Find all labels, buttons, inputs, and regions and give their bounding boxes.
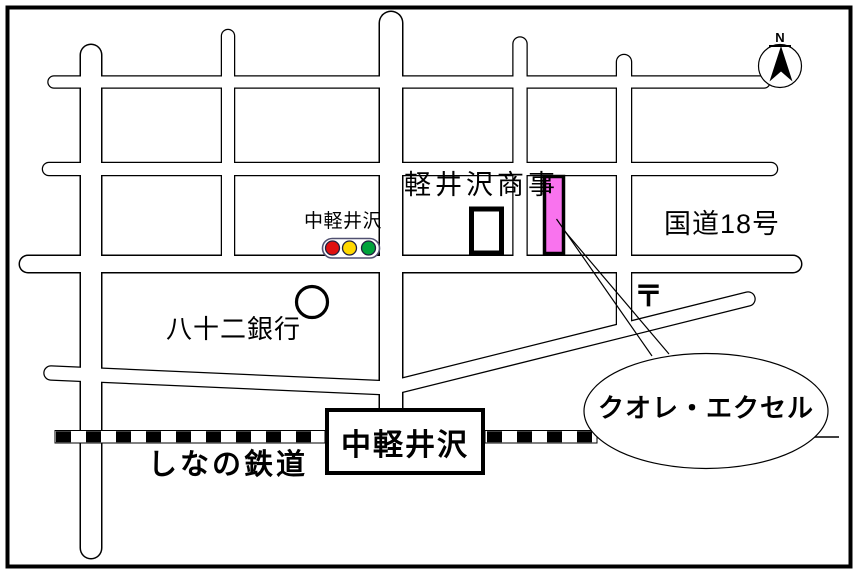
- railway-line-label: しなの鉄道: [148, 449, 309, 481]
- north-compass-icon: [757, 43, 803, 89]
- traffic-light-icon: [321, 237, 381, 259]
- railway-track-line: [54, 430, 839, 444]
- national-route-label: 国道18号: [664, 209, 781, 239]
- compass-north-label: N: [769, 31, 791, 47]
- station-box: 中軽井沢: [325, 408, 485, 475]
- road-network: [18, 10, 803, 560]
- bank-label: 八十二銀行: [166, 314, 302, 344]
- road-diagonal-fill: [44, 292, 755, 395]
- bank-circle-marker: [294, 284, 330, 320]
- road-fills: [20, 12, 801, 558]
- company-building-label: 軽井沢商事: [404, 170, 559, 200]
- traffic-light-green: [360, 240, 377, 256]
- compass-needle: [769, 46, 793, 82]
- map-border: [5, 5, 853, 569]
- callout-pointer-line-2: [562, 228, 670, 355]
- callout-pointer: [556, 218, 670, 357]
- destination-building-marker: [542, 174, 566, 256]
- destination-callout-bubble: [583, 352, 829, 470]
- postal-mark: 〒: [634, 281, 664, 313]
- destination-label: クオレ・エクセル: [597, 393, 814, 423]
- station-label: 中軽井沢: [341, 428, 469, 462]
- signal-name-label: 中軽井沢: [304, 211, 383, 232]
- callout-pointer-line-1: [556, 218, 653, 357]
- traffic-light-red: [324, 240, 341, 256]
- company-building-marker: [469, 206, 504, 256]
- traffic-light-yellow: [341, 240, 358, 256]
